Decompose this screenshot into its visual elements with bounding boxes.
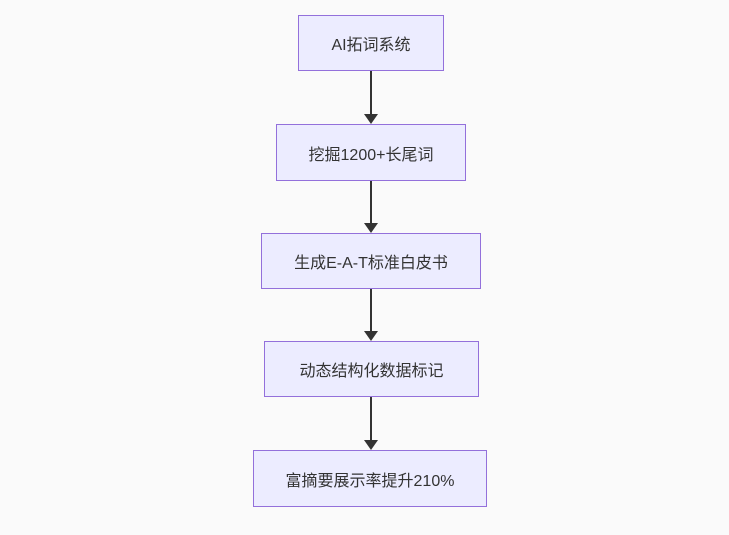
flow-arrow-1 [364,71,378,124]
flow-arrow-3 [364,289,378,341]
flow-node-rich-snippet-rate: 富摘要展示率提升210% [253,450,487,507]
flow-arrow-2 [364,181,378,233]
arrow-line [370,181,372,226]
node-label: AI拓词系统 [331,37,411,54]
arrow-line [370,71,372,117]
arrow-head-icon [364,331,378,341]
flow-node-structured-data-markup: 动态结构化数据标记 [264,341,479,397]
flow-node-longtail-keywords: 挖掘1200+长尾词 [276,124,466,181]
arrow-line [370,289,372,334]
node-label: 富摘要展示率提升210% [285,472,455,490]
arrow-head-icon [364,223,378,233]
arrow-head-icon [364,114,378,124]
flow-arrow-4 [364,397,378,450]
node-label: 挖掘1200+长尾词 [308,146,434,164]
node-label: 动态结构化数据标记 [299,363,444,380]
arrow-line [370,397,372,443]
flow-node-eat-whitepaper: 生成E-A-T标准白皮书 [261,233,481,289]
flow-node-ai-word-expansion-system: AI拓词系统 [298,15,444,71]
arrow-head-icon [364,440,378,450]
node-label: 生成E-A-T标准白皮书 [294,255,448,272]
